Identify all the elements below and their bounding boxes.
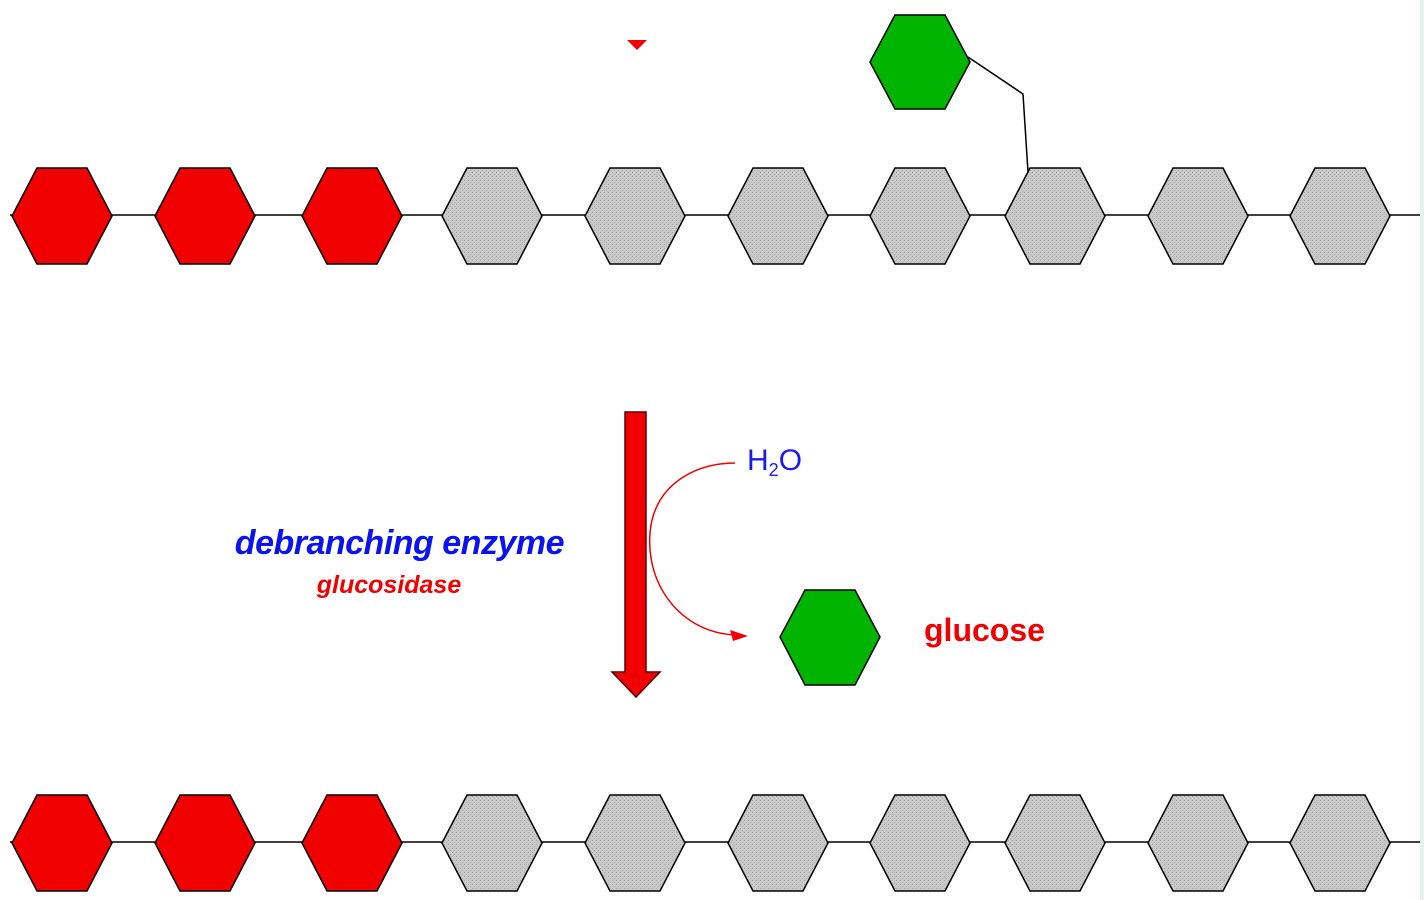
gray-glucose-residue-9	[1147, 794, 1249, 892]
glucose-product-label: glucose	[924, 612, 1045, 648]
gray-glucose-residue-7	[869, 794, 971, 892]
gray-glucose-residue-10	[1289, 794, 1391, 892]
debranched-chain	[11, 794, 1391, 892]
branched-chain	[11, 167, 1391, 265]
hydrolysis-curve	[648, 462, 736, 636]
gray-glucose-residue-8	[1004, 794, 1106, 892]
water-reagent-label: H2O	[747, 444, 803, 480]
gray-glucose-residue-7	[869, 167, 971, 265]
enzyme-activity-label: glucosidase	[316, 571, 462, 599]
gray-glucose-residue-5	[584, 794, 686, 892]
red-glucose-residue-3	[301, 167, 403, 265]
gray-glucose-residue-6	[727, 794, 829, 892]
branch-bond	[967, 56, 1029, 173]
gray-glucose-residue-4	[441, 794, 543, 892]
red-marker	[627, 40, 647, 50]
branch-glucose-residue	[869, 14, 971, 110]
gray-glucose-residue-4	[441, 167, 543, 265]
reaction-arrow	[610, 411, 662, 699]
red-glucose-residue-1	[11, 794, 113, 892]
enzyme-name-label: debranching enzyme	[234, 524, 565, 562]
gray-glucose-residue-8	[1004, 167, 1106, 265]
red-glucose-residue-2	[154, 794, 256, 892]
red-glucose-residue-1	[11, 167, 113, 265]
gray-glucose-residue-10	[1289, 167, 1391, 265]
right-border	[1420, 0, 1424, 900]
gray-glucose-residue-5	[584, 167, 686, 265]
gray-glucose-residue-9	[1147, 167, 1249, 265]
hydrolysis-arrowhead	[730, 630, 748, 641]
red-glucose-residue-3	[301, 794, 403, 892]
released-glucose-icon	[779, 589, 881, 686]
red-glucose-residue-2	[154, 167, 256, 265]
gray-glucose-residue-6	[727, 167, 829, 265]
